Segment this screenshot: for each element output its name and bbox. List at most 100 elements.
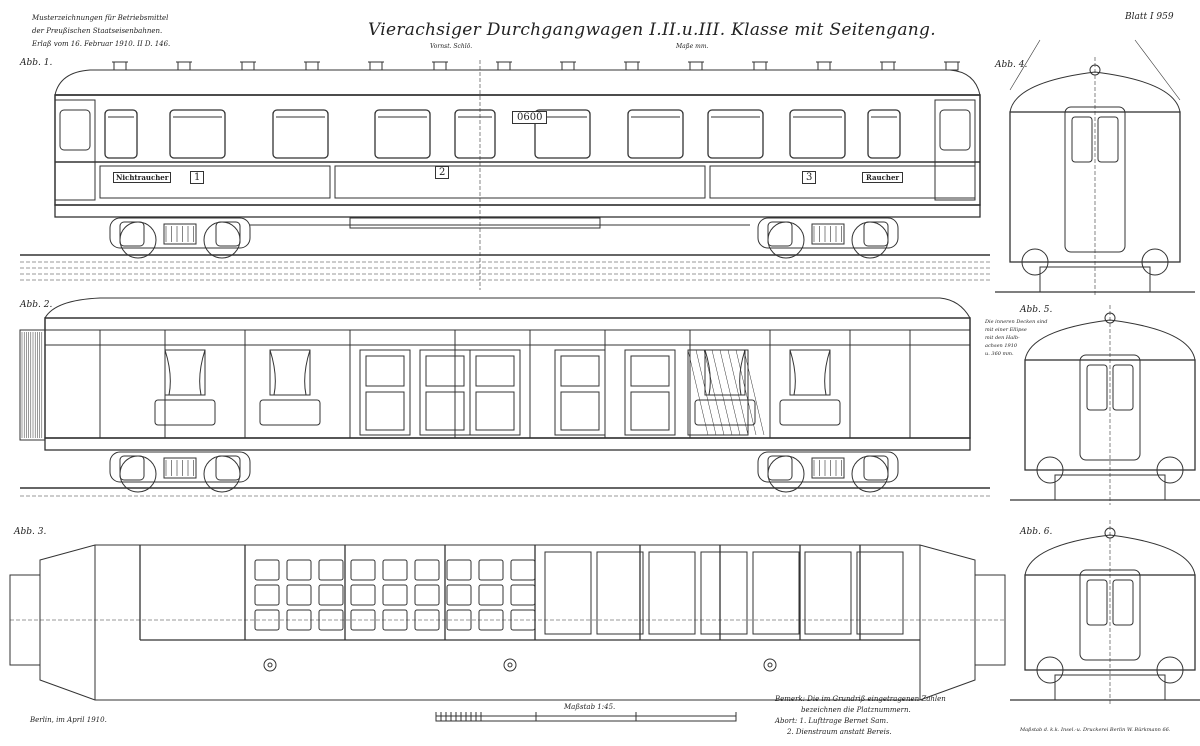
axle-box — [767, 221, 793, 247]
figure-label-abb1: Abb. 1. — [20, 58, 53, 68]
door-glass — [560, 355, 600, 387]
corridor-door — [359, 349, 411, 436]
door-glass — [475, 355, 515, 387]
seat-plan — [478, 559, 504, 581]
wheel — [851, 455, 889, 493]
seat-plan — [478, 584, 504, 606]
seat-plan — [446, 584, 472, 606]
hatch — [687, 349, 709, 436]
compartment-window — [269, 349, 311, 396]
compartment-plan — [596, 551, 644, 635]
window — [534, 109, 591, 159]
roof-ventilator-icon — [817, 61, 831, 71]
compartment-window — [164, 349, 206, 396]
spring-pack — [811, 223, 845, 245]
sheet-number: Blatt I 959 — [1125, 12, 1174, 22]
door-window — [939, 109, 971, 151]
notice-line: der Preußischen Staatseisenbahnen. — [32, 27, 163, 35]
axle-box — [767, 455, 793, 481]
hatch — [727, 349, 749, 436]
abb6-door-window — [1112, 579, 1134, 626]
section-body — [44, 317, 971, 439]
plan-buffer-end — [974, 574, 1006, 666]
seat — [694, 399, 756, 426]
corridor-door — [554, 349, 606, 436]
axle-box — [119, 221, 145, 247]
compartment-plan — [700, 551, 748, 635]
curtain — [164, 349, 206, 396]
roof-ventilator-icon — [305, 61, 319, 71]
seat-plan — [446, 559, 472, 581]
window — [454, 109, 496, 159]
hatch — [743, 349, 765, 436]
buffer-icon — [1156, 656, 1184, 684]
window — [627, 109, 684, 159]
end-door — [54, 99, 96, 201]
wheel — [767, 221, 805, 259]
curtain — [269, 349, 311, 396]
subtitle-right: Maße mm. — [676, 43, 709, 50]
wheel — [119, 221, 157, 259]
axle-box — [863, 455, 889, 481]
notice-line: Musterzeichnungen für Betriebsmittel — [32, 14, 169, 22]
lower-panel — [709, 165, 976, 199]
axle-box — [215, 455, 241, 481]
plan-outline — [39, 544, 976, 701]
seat-plan — [510, 559, 536, 581]
curtain — [789, 349, 831, 396]
wheel — [203, 455, 241, 493]
buffer-icon — [1156, 456, 1184, 484]
wheel — [851, 221, 889, 259]
roof-ventilator-icon — [369, 61, 383, 71]
class-3-label: 3 — [802, 171, 817, 184]
bogie-pivot-icon — [263, 658, 277, 672]
class-1-label: 1 — [190, 171, 205, 184]
corridor-door — [469, 349, 521, 436]
window — [707, 109, 764, 159]
roof-ventilator-icon — [625, 61, 639, 71]
lower-panel — [334, 165, 706, 199]
seat-plan — [350, 584, 376, 606]
axle-box — [119, 455, 145, 481]
bogie-pivot-icon — [763, 658, 777, 672]
roof-ventilator-icon — [689, 61, 703, 71]
compartment-plan — [856, 551, 904, 635]
figure-label-abb2: Abb. 2. — [20, 300, 53, 310]
abb4-door-window — [1071, 116, 1093, 163]
hatch — [703, 349, 725, 436]
spring-pack — [811, 457, 845, 479]
drawing-title: Vierachsiger Durchgangwagen I.II.u.III. … — [368, 20, 936, 40]
remark-line: bezeichnen die Platznummern. — [801, 706, 911, 714]
seat-plan — [350, 559, 376, 581]
buffer-icon — [1036, 456, 1064, 484]
buffer-icon — [1036, 656, 1064, 684]
seat-plan — [254, 559, 280, 581]
note-line: Die inneren Decken sind — [985, 319, 1048, 325]
wheel — [203, 221, 241, 259]
axle-box — [215, 221, 241, 247]
bogie-frame — [109, 217, 251, 249]
door-glass — [425, 355, 465, 387]
wheel — [119, 455, 157, 493]
abb5-note: Die inneren Decken sind mit einer Ellips… — [985, 318, 1047, 358]
section-roof — [44, 297, 971, 319]
section-underframe — [44, 437, 971, 451]
class-2-label: 2 — [435, 166, 450, 179]
bogie-frame — [109, 451, 251, 483]
seat-plan — [254, 609, 280, 631]
seat — [779, 399, 841, 426]
figure-label-abb5: Abb. 5. — [1020, 305, 1053, 315]
seat — [259, 399, 321, 426]
seat-plan — [286, 559, 312, 581]
abb5-door-window — [1086, 364, 1108, 411]
door-glass — [630, 355, 670, 387]
subtitle-left: Vornst. Schlö. — [430, 43, 473, 50]
door-panel — [630, 391, 670, 431]
gangway-bellows — [19, 329, 46, 441]
bogie-frame — [757, 451, 899, 483]
roof-outline — [54, 69, 981, 96]
seat — [154, 399, 216, 426]
window — [104, 109, 138, 159]
seat-plan — [318, 584, 344, 606]
